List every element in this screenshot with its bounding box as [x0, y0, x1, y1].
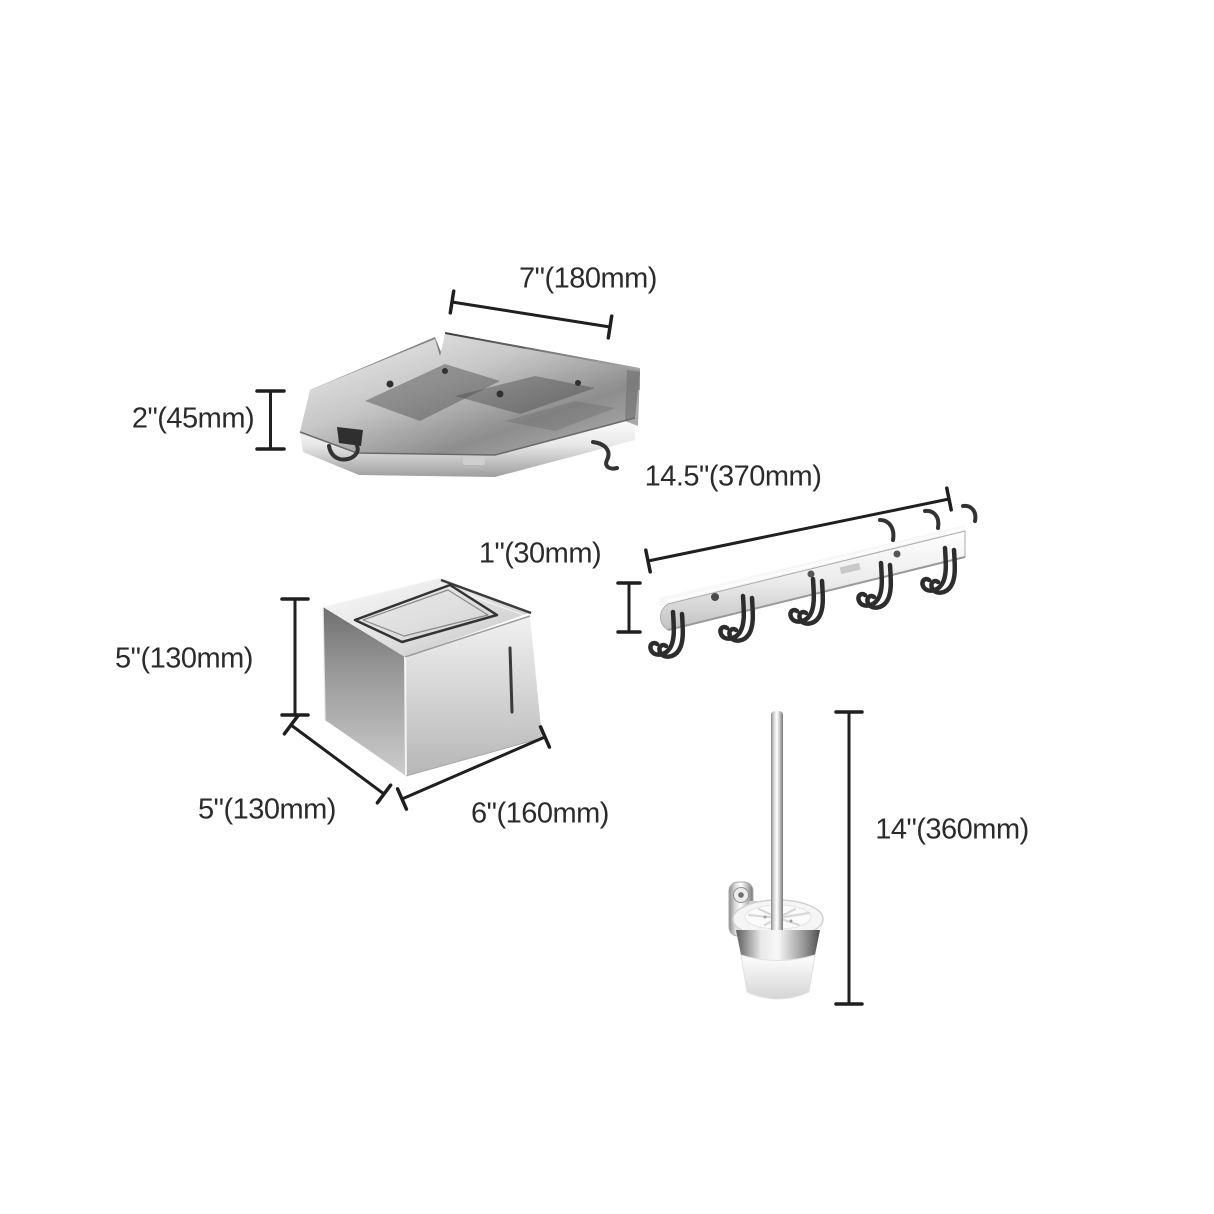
box-depth-dimension	[282, 714, 393, 805]
rack-height-label: 1"(30mm)	[478, 537, 602, 570]
box-width-label: 6"(160mm)	[471, 797, 609, 830]
brush-height-label: 14"(360mm)	[875, 813, 1029, 846]
rack-length-label: 14.5"(370mm)	[644, 460, 822, 493]
box-height-dimension	[280, 597, 310, 717]
brush-height-dimension	[834, 710, 864, 1006]
shelf-width-label: 7"(180mm)	[519, 262, 657, 295]
hook-rack-image	[648, 503, 978, 659]
rack-height-dimension	[616, 581, 642, 634]
corner-shelf-image	[299, 332, 640, 477]
box-width-dimension	[395, 725, 552, 811]
shelf-height-label: 2"(45mm)	[131, 402, 255, 435]
rack-length-dimension	[644, 486, 953, 574]
box-height-label: 5"(130mm)	[115, 642, 253, 675]
shelf-height-dimension	[255, 389, 286, 451]
toilet-brush-image	[728, 711, 824, 1000]
shelf-width-dimension	[448, 289, 614, 340]
paper-holder-image	[322, 578, 543, 777]
box-depth-label: 5"(130mm)	[198, 793, 336, 826]
